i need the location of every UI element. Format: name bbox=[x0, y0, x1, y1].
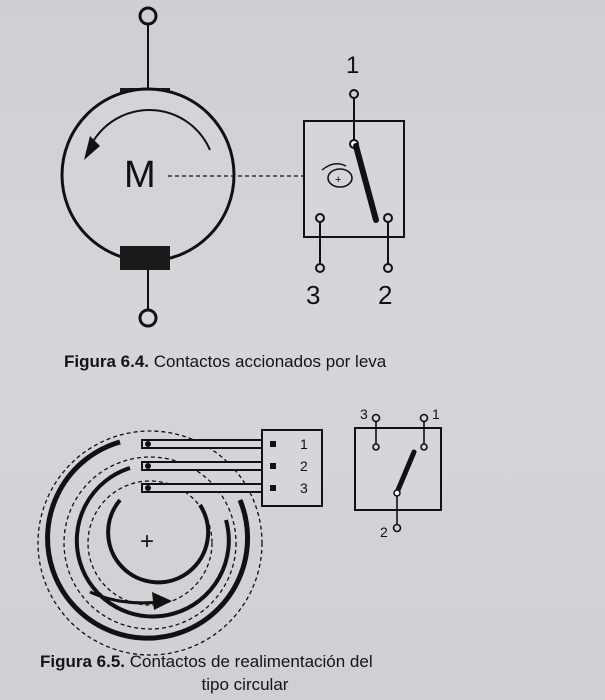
figure-6-5-caption: Figura 6.5. Contactos de realimentación … bbox=[40, 652, 460, 695]
switch-label-2: 2 bbox=[380, 524, 388, 540]
terminal-label-2: 2 bbox=[378, 280, 393, 310]
contact-label-3: 3 bbox=[300, 480, 308, 496]
figure-6-4-caption-text: Contactos accionados por leva bbox=[149, 352, 387, 371]
switch-box-fig65 bbox=[354, 427, 442, 511]
switch-label-3: 3 bbox=[360, 406, 368, 422]
switch-blade-fig65 bbox=[395, 449, 417, 493]
rotation-arrow bbox=[93, 108, 211, 151]
switch-label-1: 1 bbox=[432, 406, 440, 422]
figure-6-5-caption-line1: Contactos de realimentación del bbox=[125, 652, 373, 671]
svg-text:+: + bbox=[335, 174, 341, 186]
terminal-label-1: 1 bbox=[346, 52, 360, 79]
motor-top-terminal bbox=[138, 6, 158, 26]
motor-bottom-terminal bbox=[138, 308, 158, 328]
cam-icon bbox=[327, 168, 353, 188]
motor-label: M bbox=[124, 154, 156, 196]
figure-6-5-caption-line2: tipo circular bbox=[201, 675, 289, 694]
figure-6-5-number: Figura 6.5. bbox=[40, 652, 126, 671]
motor-bottom-brush bbox=[120, 246, 170, 270]
brush-arms bbox=[141, 439, 275, 493]
figure-6-4-caption: Figura 6.4. Contactos accionados por lev… bbox=[64, 352, 386, 372]
figure-6-4-number: Figura 6.4. bbox=[64, 352, 150, 371]
contact-terminal-box bbox=[261, 429, 323, 507]
figure-6-4-diagram: + bbox=[60, 6, 405, 328]
center-plus-mark: + bbox=[140, 528, 155, 555]
rotation-arrow-fig65 bbox=[89, 590, 161, 605]
terminal-label-3: 3 bbox=[306, 280, 321, 310]
inner-disc bbox=[106, 498, 211, 585]
contact-label-1: 1 bbox=[300, 436, 308, 452]
switch-blade bbox=[353, 143, 379, 223]
contact-label-2: 2 bbox=[300, 458, 308, 474]
